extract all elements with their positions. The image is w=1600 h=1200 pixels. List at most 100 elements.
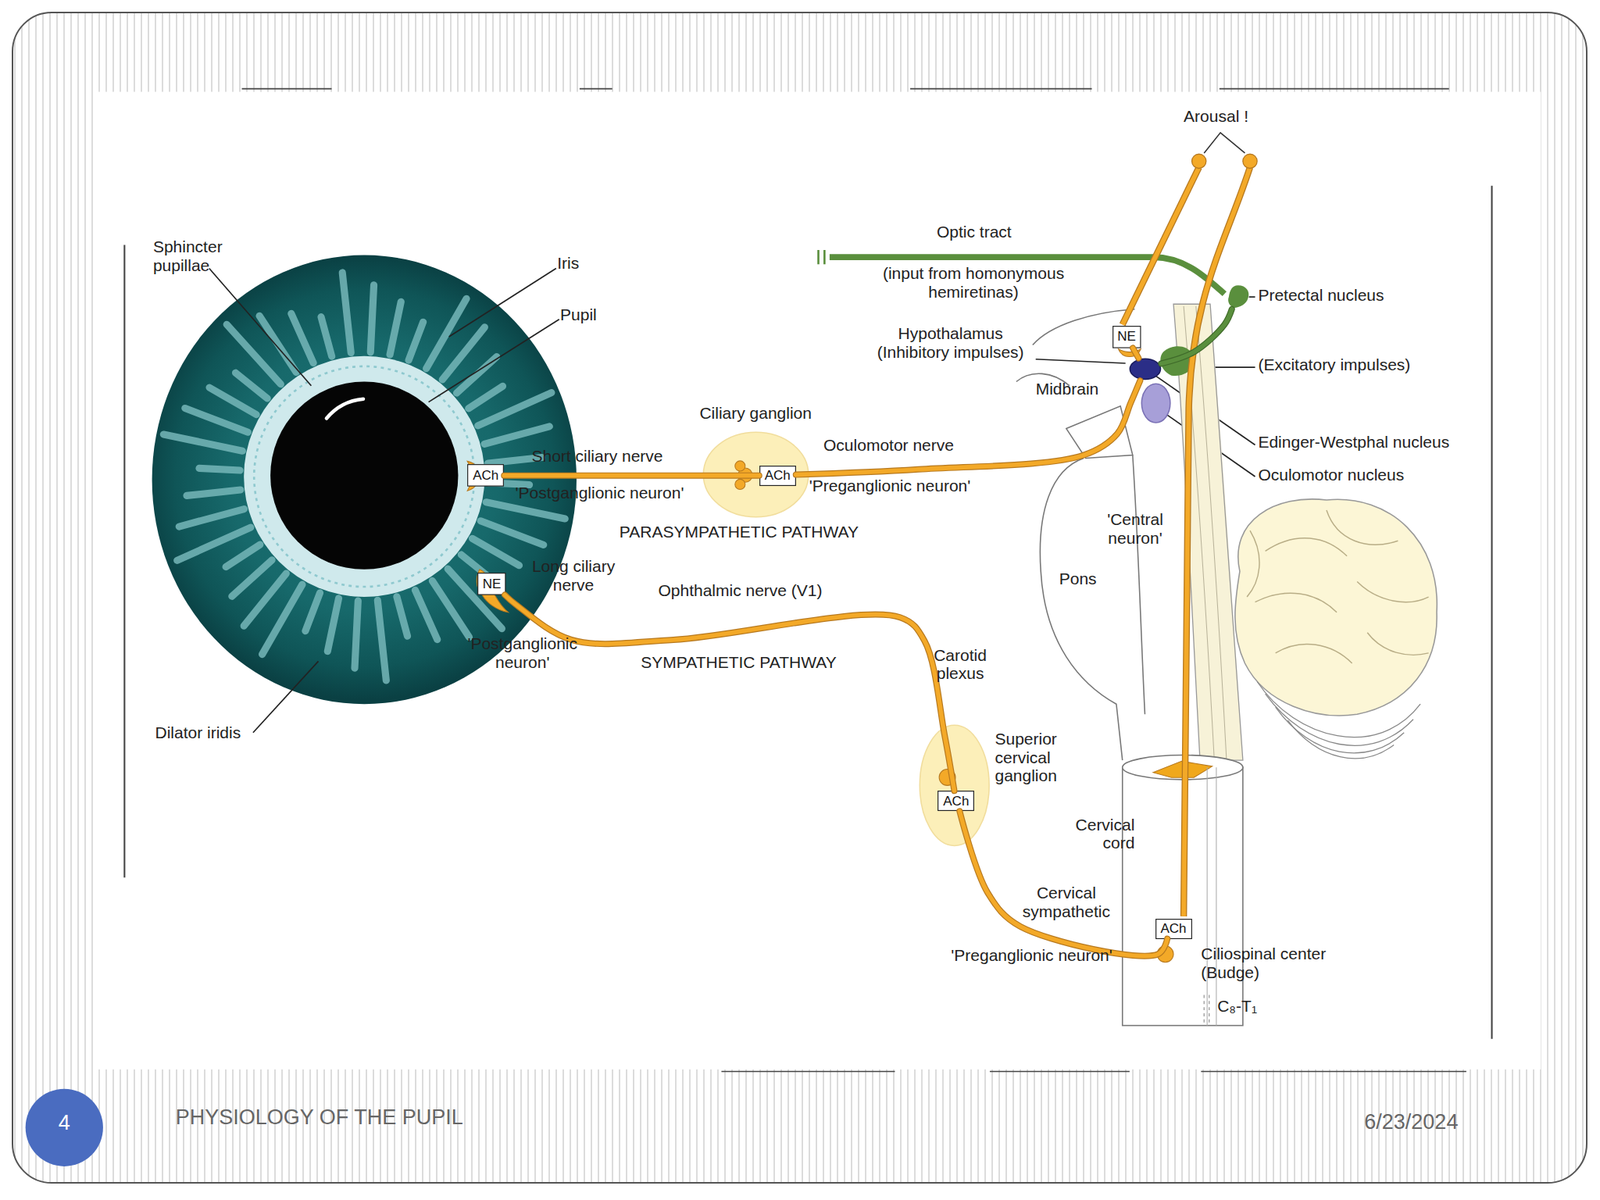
iris-ray: [408, 321, 424, 361]
neurotransmitter-label: NE: [1112, 325, 1142, 349]
neuron-cell-body: [734, 460, 745, 472]
iris-ray: [370, 285, 374, 353]
neurotransmitter-box: ACh: [937, 790, 975, 811]
cerebellum: [1357, 581, 1429, 602]
eye-illustration: [326, 399, 364, 419]
cerebellum: [1246, 510, 1429, 664]
synapse-terminal: [467, 349, 1174, 963]
neurotransmitter-label: ACh: [467, 464, 504, 487]
neurotransmitter-box: ACh: [759, 465, 797, 486]
cervical-cord: [1208, 994, 1210, 1025]
brain-outline: [1132, 455, 1146, 715]
nerve-name: Oculomotor nerve: [823, 435, 954, 455]
leader-line: [1249, 296, 1256, 298]
arousal-fiber: [1242, 153, 1258, 168]
decor-rule: [242, 88, 333, 90]
fiber-core: [1132, 347, 1139, 358]
arousal-fiber: [1122, 167, 1200, 325]
nucleus-shape: [1129, 359, 1161, 380]
edinger-westphal-nucleus: Edinger-Westphal nucleus: [1128, 357, 1162, 381]
iris-ray: [321, 317, 333, 357]
decor-rule: [124, 89, 1492, 1072]
tract-name: Optic tract: [936, 222, 1012, 242]
slide-frame: [12, 12, 1587, 1183]
iris-ray: [232, 560, 272, 597]
iris-ray: [342, 272, 351, 354]
neurotransmitter-label: ACh: [937, 790, 975, 811]
fiber-outline: [504, 594, 954, 791]
drawing: [25, 89, 1542, 1167]
nerve-fiber: [504, 594, 954, 791]
cerebellum: [1255, 592, 1337, 612]
pretectal-nucleus: Pretectal nucleus: [1225, 284, 1250, 309]
iris-ray: [186, 489, 241, 496]
edinger-westphal-nucleus-outline: [1128, 357, 1162, 381]
leader-line: [1035, 359, 1126, 364]
cerebellum: [1265, 693, 1414, 746]
decor-rule: [1491, 185, 1493, 1040]
structure-name: Ciliary ganglion: [660, 403, 850, 423]
part-name: Pupil: [560, 305, 597, 325]
decor-rule: [910, 88, 1092, 90]
iris-ray: [485, 502, 565, 519]
leader-line: [253, 660, 319, 733]
eye-illustration: [253, 366, 475, 587]
iris-ray: [259, 315, 297, 372]
iris-ray: [389, 301, 401, 355]
iris-ray: [305, 592, 321, 632]
fiber-core: [959, 810, 1168, 956]
iris-ray: [225, 544, 261, 568]
brain-outline: [1039, 457, 1122, 761]
eye-illustration: [270, 381, 458, 569]
slide-number-badge: [25, 1089, 104, 1167]
decor-rule: [579, 88, 613, 90]
arousal-label: Arousal !: [1183, 107, 1249, 126]
box-outline: [1112, 325, 1140, 347]
cerebellum: [1275, 644, 1353, 664]
iris-ray: [235, 372, 268, 399]
iris-ray: [209, 387, 257, 415]
neuron-name: 'Preganglionic neuron': [809, 476, 972, 496]
iris-ray: [163, 434, 243, 451]
nerve-name: Short ciliary nerve: [531, 446, 663, 466]
cerebellum: [1367, 632, 1429, 655]
fiber-core: [504, 594, 954, 791]
cervical-cord: [1207, 767, 1208, 1025]
pathway-name: PARASYMPATHETIC PATHWAY: [619, 522, 859, 542]
arousal-fiber: [1192, 153, 1207, 168]
neuron-name: 'Central neuron': [1092, 510, 1179, 547]
oculomotor-nucleus-outline: [1140, 382, 1172, 424]
brainstem-tract: [1196, 306, 1227, 761]
iris-ray: [414, 589, 437, 640]
annotation: (Excitatory impulses): [1257, 355, 1411, 375]
structure-name: Pretectal nucleus: [1257, 285, 1384, 305]
structure-name: Midbrain: [1035, 379, 1100, 399]
decor-rule: [1219, 88, 1450, 90]
synapse-terminal: [476, 569, 508, 613]
decor-rule: [1200, 1071, 1467, 1073]
box-outline: [759, 465, 796, 486]
iris-ray: [177, 527, 251, 561]
neurotransmitter-label: ACh: [759, 465, 797, 486]
cerebellum: [1287, 720, 1394, 759]
nerve-fiber: [959, 810, 1168, 956]
cerebellum: [1257, 681, 1421, 737]
neurotransmitter-box: NE: [477, 572, 507, 596]
structure-name: Hypothalamus (Inhibitory impulses): [862, 324, 1040, 361]
structure-name: Pons: [1059, 569, 1097, 589]
nucleus-shape: [1142, 383, 1172, 423]
cerebellum: [1235, 499, 1437, 759]
box-outline: [478, 572, 506, 594]
fiber-outline: [1160, 309, 1232, 365]
optic-tract: [823, 250, 826, 265]
annotation: (input from homonymous hemiretinas): [875, 264, 1072, 301]
leader-line: [449, 268, 557, 338]
arousal-fiber: [1183, 167, 1250, 917]
cervical-cord: [1215, 767, 1217, 1025]
pretectal-nucleus-outline: [1225, 284, 1250, 309]
leader-line: [209, 268, 1256, 733]
structure-name: Edinger-Westphal nucleus: [1257, 432, 1450, 452]
